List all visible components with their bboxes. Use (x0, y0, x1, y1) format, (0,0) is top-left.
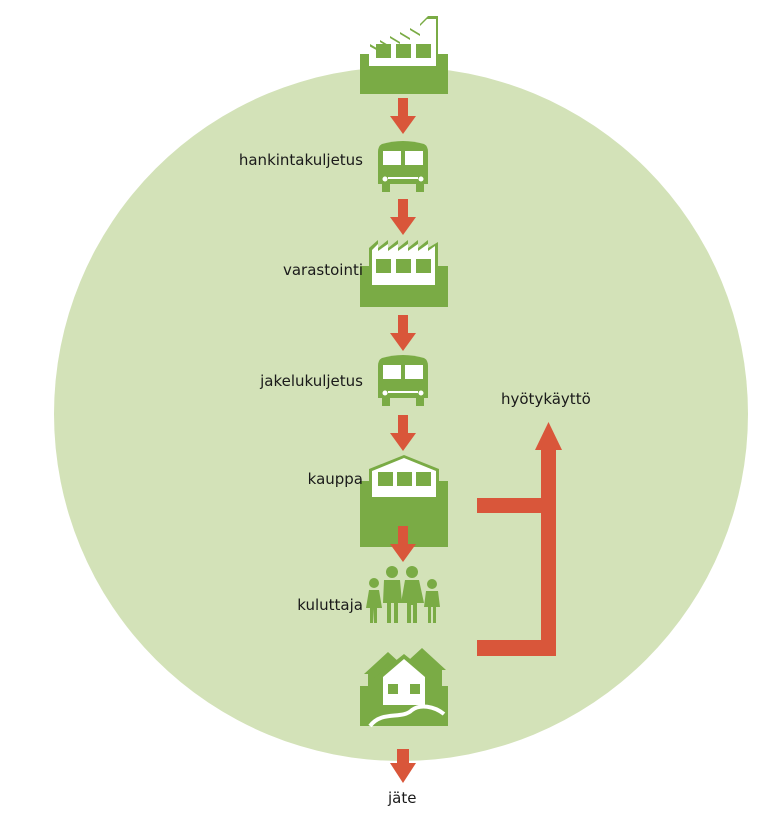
store-icon (360, 455, 448, 547)
factory-icon (360, 240, 448, 307)
waste-arrow (390, 749, 416, 783)
stage-label-distribution-transport: jakelukuljetus (260, 372, 363, 390)
recycling-label: hyötykäyttö (501, 390, 591, 408)
flow-arrow (390, 526, 416, 562)
flow-arrow (390, 315, 416, 351)
stage-label-consumer: kuluttaja (297, 596, 363, 614)
houses-icon (360, 648, 448, 728)
flow-arrow (390, 199, 416, 235)
family-icon (366, 566, 440, 623)
stage-label-procurement-transport: hankintakuljetus (238, 151, 363, 169)
flow-arrow (390, 415, 416, 451)
stage-label-store: kauppa (307, 470, 363, 488)
stage-label-warehousing: varastointi (282, 261, 363, 279)
flow-arrow (390, 98, 416, 134)
bus-icon (378, 141, 428, 192)
factory-icon (360, 16, 448, 94)
waste-label: jäte (388, 789, 417, 807)
background-circle (54, 67, 748, 761)
recycling-arrow (477, 422, 562, 656)
bus-icon (378, 355, 428, 406)
